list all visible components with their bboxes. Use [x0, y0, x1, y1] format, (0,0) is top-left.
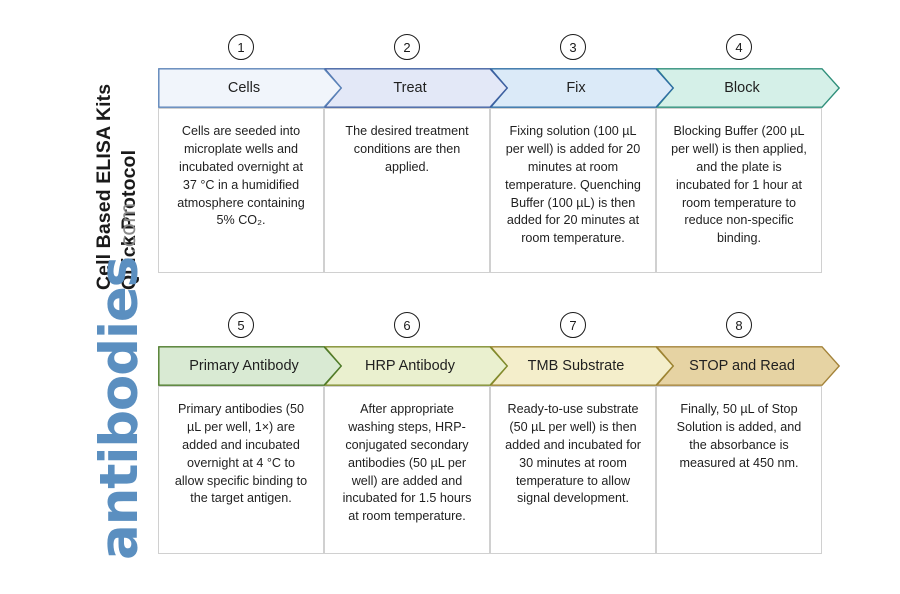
chevron-shape-1 — [158, 68, 342, 108]
step-number-3: 3 — [560, 34, 586, 60]
body-band-2: Primary antibodies (50 µL per well, 1×) … — [158, 386, 840, 554]
brand-logo-tld: .com — [115, 202, 140, 255]
step-header-label-2: Treat — [393, 80, 427, 96]
step-number-7: 7 — [560, 312, 586, 338]
chevron-shape-5 — [158, 346, 342, 386]
step-description-text-7: Ready-to-use substrate (50 µL per well) … — [505, 402, 641, 506]
step-description-4: Blocking Buffer (200 µL per well) is the… — [656, 108, 822, 273]
step-description-7: Ready-to-use substrate (50 µL per well) … — [490, 386, 656, 554]
step-header-label-1: Cells — [227, 80, 261, 96]
protocol-row-2: 5 6 7 8 Primary Antibody HRP Antibody TMB Sub… — [158, 312, 840, 554]
step-header-label-3: Fix — [566, 80, 586, 96]
step-description-text-8: Finally, 50 µL of Stop Solution is added… — [676, 402, 802, 470]
step-number-band-2: 5 6 7 8 — [158, 312, 840, 346]
step-description-text-4: Blocking Buffer (200 µL per well) is the… — [671, 124, 807, 246]
chevron-band-1: Cells Treat Fix Block — [158, 68, 840, 108]
step-number-6: 6 — [394, 312, 420, 338]
protocol-row-1: 1 2 3 4 Cells Treat Fix Block Cells are seeded… — [158, 34, 840, 273]
step-number-2: 2 — [394, 34, 420, 60]
step-header-3[interactable]: Fix — [490, 68, 674, 108]
step-number-1: 1 — [228, 34, 254, 60]
step-number-band-1: 1 2 3 4 — [158, 34, 840, 68]
step-header-8[interactable]: STOP and Read — [656, 346, 840, 386]
brand-logo: antibodies .com — [89, 202, 150, 560]
step-description-2: The desired treatment conditions are the… — [324, 108, 490, 273]
step-number-5: 5 — [228, 312, 254, 338]
step-description-1: Cells are seeded into microplate wells a… — [158, 108, 324, 273]
step-header-1[interactable]: Cells — [158, 68, 342, 108]
step-number-8: 8 — [726, 312, 752, 338]
step-header-5[interactable]: Primary Antibody — [158, 346, 342, 386]
step-description-5: Primary antibodies (50 µL per well, 1×) … — [158, 386, 324, 554]
step-header-label-5: Primary Antibody — [189, 358, 299, 374]
step-header-label-8: STOP and Read — [689, 358, 795, 374]
step-header-2[interactable]: Treat — [324, 68, 508, 108]
step-header-label-6: HRP Antibody — [364, 358, 455, 374]
brand-logo-name: antibodies — [89, 257, 150, 560]
step-description-8: Finally, 50 µL of Stop Solution is added… — [656, 386, 822, 554]
step-description-text-3: Fixing solution (100 µL per well) is add… — [505, 124, 641, 246]
step-header-label-7: TMB Substrate — [527, 358, 625, 374]
step-description-6: After appropriate washing steps, HRP-con… — [324, 386, 490, 554]
step-description-text-6: After appropriate washing steps, HRP-con… — [342, 402, 472, 524]
step-description-text-1: Cells are seeded into microplate wells a… — [177, 124, 305, 228]
body-band-1: Cells are seeded into microplate wells a… — [158, 108, 840, 273]
step-number-4: 4 — [726, 34, 752, 60]
step-header-7[interactable]: TMB Substrate — [490, 346, 674, 386]
step-description-3: Fixing solution (100 µL per well) is add… — [490, 108, 656, 273]
step-header-label-4: Block — [724, 80, 760, 96]
step-description-text-2: The desired treatment conditions are the… — [345, 124, 469, 174]
step-header-6[interactable]: HRP Antibody — [324, 346, 508, 386]
step-description-text-5: Primary antibodies (50 µL per well, 1×) … — [174, 402, 308, 506]
chevron-band-2: Primary Antibody HRP Antibody TMB Substrat… — [158, 346, 840, 386]
step-header-4[interactable]: Block — [656, 68, 840, 108]
